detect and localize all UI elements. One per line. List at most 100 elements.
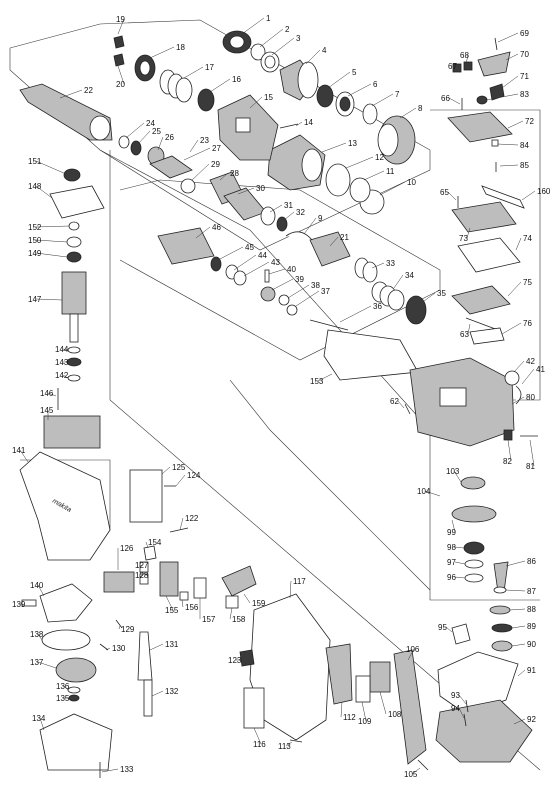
leader-line-42	[513, 360, 525, 373]
part-13-housing	[267, 134, 326, 191]
part-14-screw	[279, 123, 299, 129]
part-label-94: 94	[451, 704, 460, 713]
part-label-33: 33	[386, 259, 395, 268]
part-32-ring	[276, 216, 288, 232]
part-143-bearing	[66, 357, 82, 367]
part-89-gear	[491, 623, 513, 633]
part-label-122: 122	[185, 514, 199, 523]
leader-line-88	[509, 608, 526, 611]
leader-line-112	[340, 701, 343, 718]
part-134-cap	[39, 713, 113, 771]
part-18-ring	[134, 54, 156, 82]
part-128-clip	[139, 573, 149, 585]
leader-line-30	[237, 187, 255, 195]
leader-line-131	[149, 643, 164, 651]
leader-line-3	[271, 37, 295, 56]
part-90-bearing	[491, 640, 513, 652]
part-label-150: 150	[28, 236, 42, 245]
part-40-pin	[264, 269, 270, 283]
leader-line-132	[151, 690, 164, 697]
part-label-39: 39	[295, 275, 304, 284]
leader-line-108	[379, 691, 387, 715]
part-138-ring	[41, 629, 91, 651]
part-3-ring	[260, 51, 280, 73]
part-label-123: 123	[228, 656, 242, 665]
part-label-63: 63	[460, 330, 469, 339]
part-37-ring	[286, 304, 298, 316]
part-label-73: 73	[459, 234, 468, 243]
part-label-84: 84	[520, 141, 529, 150]
part-label-3: 3	[296, 34, 301, 43]
part-label-40: 40	[287, 265, 296, 274]
leader-line-155	[165, 595, 174, 611]
leader-line-17	[183, 66, 204, 79]
leader-line-82	[507, 439, 512, 462]
part-label-129: 129	[121, 625, 135, 634]
part-88-bearing	[489, 605, 511, 615]
part-label-99: 99	[447, 528, 456, 537]
leader-line-158	[229, 607, 233, 620]
leader-line-36	[339, 305, 372, 323]
part-label-104: 104	[417, 487, 431, 496]
part-label-21: 21	[340, 233, 349, 242]
leader-line-32	[283, 211, 295, 221]
leader-line-27	[183, 147, 211, 161]
leader-line-11	[363, 170, 385, 181]
leader-line-75	[507, 281, 522, 297]
part-31-ring	[260, 206, 276, 226]
part-158-clip	[225, 595, 239, 609]
leader-line-38	[287, 284, 310, 299]
part-67-knob	[452, 63, 462, 73]
part-label-152: 152	[28, 223, 42, 232]
part-label-112: 112	[343, 713, 356, 722]
part-label-8: 8	[418, 104, 423, 113]
part-label-95: 95	[438, 623, 447, 632]
leader-line-127	[139, 564, 144, 567]
part-label-67: 67	[448, 62, 457, 71]
part-label-126: 126	[120, 544, 134, 553]
part-label-74: 74	[523, 234, 532, 243]
leader-line-152	[35, 225, 70, 228]
part-label-2: 2	[285, 25, 290, 34]
part-label-86: 86	[527, 557, 536, 566]
part-73-base	[451, 201, 517, 233]
leader-line-37	[295, 290, 320, 307]
leader-line-105	[411, 767, 421, 775]
part-132-cord	[143, 679, 153, 717]
part-label-16: 16	[232, 75, 241, 84]
part-131-sleeve	[137, 631, 153, 681]
leader-line-87	[505, 589, 526, 592]
part-149-bearing	[66, 251, 82, 263]
leader-line-6	[347, 83, 372, 97]
part-label-145: 145	[40, 406, 54, 415]
part-144-washer	[67, 346, 81, 354]
part-label-132: 132	[165, 687, 179, 696]
part-103-bearing	[460, 476, 486, 490]
part-22-tool-holder	[19, 83, 113, 141]
leader-line-159	[243, 593, 251, 604]
leader-line-45	[217, 246, 244, 261]
part-label-146: 146	[40, 389, 54, 398]
part-label-71: 71	[520, 72, 529, 81]
part-label-96: 96	[447, 573, 456, 582]
part-label-125: 125	[172, 463, 186, 472]
leader-line-10	[379, 181, 406, 196]
leader-lines	[19, 17, 536, 775]
part-label-136: 136	[56, 682, 70, 691]
leader-line-62	[397, 400, 405, 409]
part-39-bearing	[260, 286, 276, 302]
part-84-spring	[491, 139, 499, 147]
leader-line-109	[361, 701, 367, 722]
part-label-5: 5	[352, 68, 357, 77]
part-135-ring	[68, 694, 80, 702]
part-label-160: 160	[537, 187, 551, 196]
part-106-grip	[393, 649, 427, 765]
leader-line-73	[466, 227, 471, 239]
part-label-109: 109	[358, 717, 372, 726]
part-113-screw	[289, 739, 303, 743]
part-2-ring	[250, 43, 266, 61]
part-151-ring	[63, 168, 81, 182]
leader-line-130	[105, 647, 111, 651]
leader-line-63	[467, 323, 471, 335]
